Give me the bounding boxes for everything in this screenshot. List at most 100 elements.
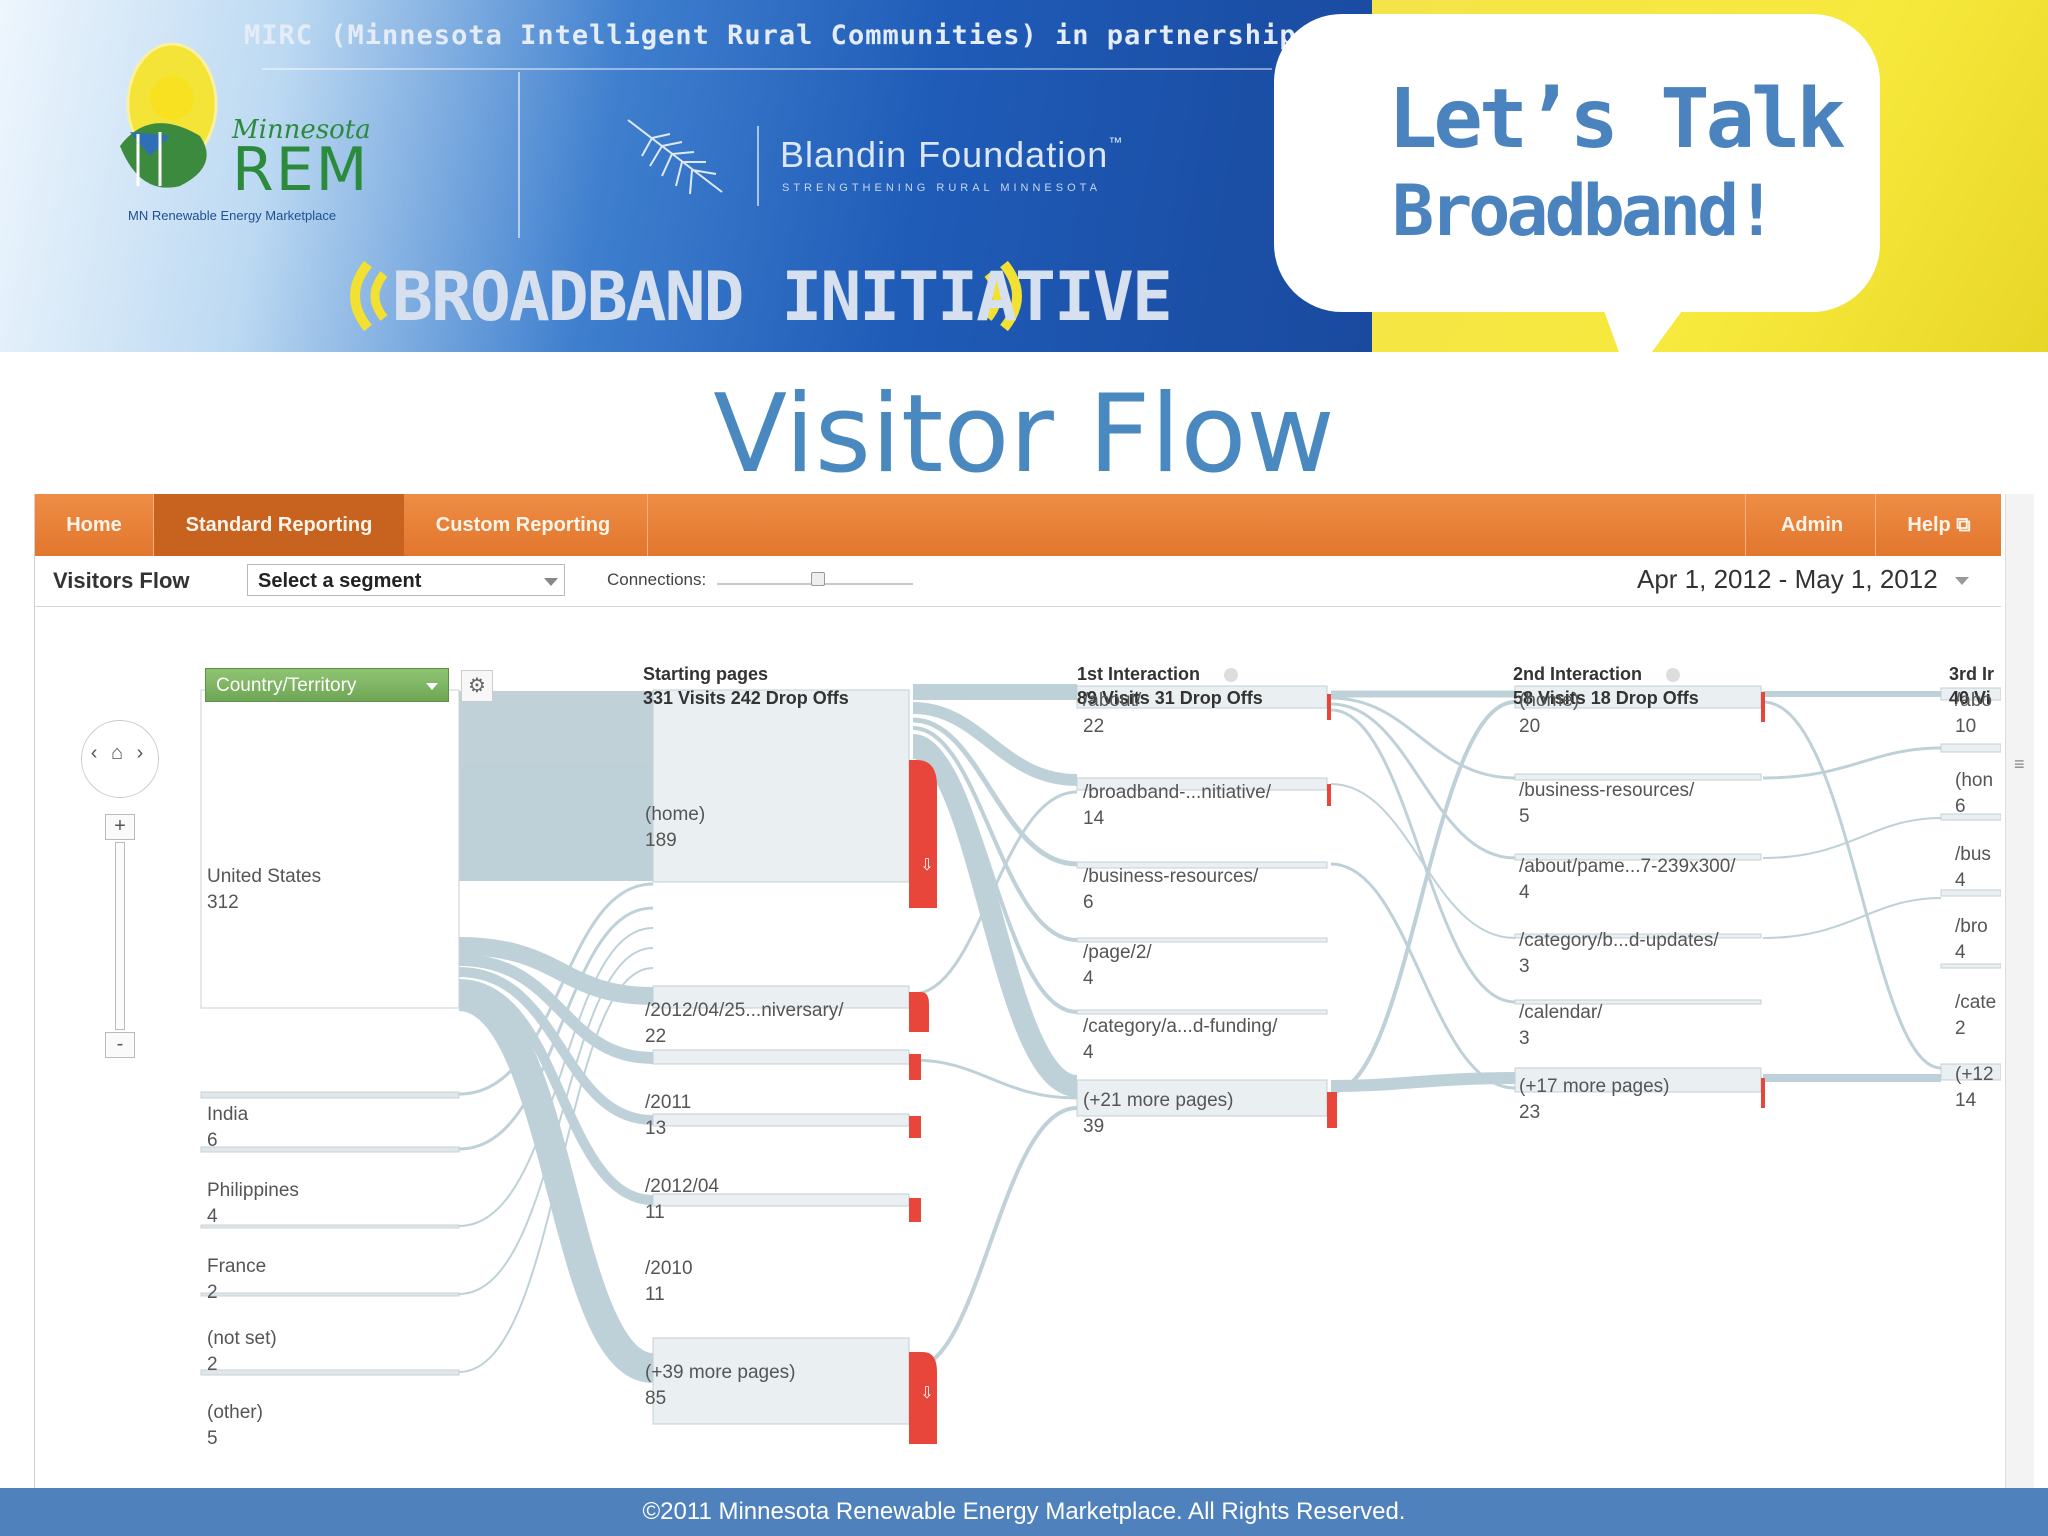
dropoff-home bbox=[909, 760, 937, 908]
close-icon[interactable] bbox=[1666, 668, 1681, 683]
start-node-2011 bbox=[652, 1049, 910, 1065]
start-node-label[interactable]: /2012/04/25...niversary/22 bbox=[645, 1000, 844, 1047]
segment-select-label: Select a segment bbox=[258, 570, 422, 592]
first-node-category bbox=[1076, 1009, 1328, 1015]
first-node-label[interactable]: /broadband-...nitiative/14 bbox=[1083, 782, 1272, 829]
second-node-label[interactable]: /business-resources/5 bbox=[1519, 780, 1695, 827]
column-header-third-interaction: 3rd Ir 40 Vi bbox=[1949, 662, 1994, 710]
third-node-business bbox=[1940, 813, 2001, 821]
zoom-slider-track[interactable] bbox=[115, 842, 125, 1030]
banner-divider bbox=[262, 68, 1272, 70]
blandin-name: Blandin Foundation™ bbox=[780, 134, 1124, 175]
country-node-united-states bbox=[200, 689, 460, 1009]
gear-icon[interactable]: ⚙ bbox=[461, 670, 493, 702]
zoom-out-button[interactable]: - bbox=[105, 1032, 135, 1058]
scroll-grip-icon[interactable]: ≡ bbox=[2014, 754, 2025, 774]
dropoff-first-more bbox=[1327, 1092, 1337, 1128]
nav-help[interactable]: Help ⧉ bbox=[1907, 514, 1971, 536]
date-range-picker[interactable]: Apr 1, 2012 - May 1, 2012 bbox=[1637, 564, 1969, 595]
second-node-label[interactable]: (+17 more pages)23 bbox=[1519, 1076, 1670, 1123]
nav-standard-reporting[interactable]: Standard Reporting bbox=[154, 494, 404, 556]
second-node-label[interactable]: /category/b...d-updates/3 bbox=[1519, 930, 1719, 977]
rem-state-name: Minnesota bbox=[232, 115, 371, 145]
chevron-down-icon bbox=[426, 683, 438, 690]
third-node-about bbox=[1940, 687, 2001, 701]
pan-arrows-icon[interactable]: ‹ ⌂ › bbox=[90, 742, 148, 764]
second-node-label[interactable]: /about/pame...7-239x300/4 bbox=[1519, 856, 1736, 903]
date-start: Apr 1, 2012 bbox=[1637, 564, 1772, 594]
column-title: 2nd Interaction bbox=[1513, 664, 1643, 684]
start-node-label[interactable]: (home)189 bbox=[645, 804, 706, 851]
country-node-label[interactable]: (other)5 bbox=[207, 1402, 263, 1449]
flow-connections bbox=[456, 684, 1942, 1383]
column-header-first-interaction: 1st Interaction 89 Visits 31 Drop Offs bbox=[1077, 662, 1263, 710]
column-summary: 58 Visits 18 Drop Offs bbox=[1513, 688, 1699, 708]
dropoff-2012-04 bbox=[909, 1116, 921, 1138]
first-node-label[interactable]: /category/a...d-funding/4 bbox=[1083, 1016, 1278, 1063]
nav-custom-reporting[interactable]: Custom Reporting bbox=[435, 514, 611, 536]
dimension-select[interactable]: Country/Territory bbox=[205, 668, 449, 702]
country-node-philippines bbox=[200, 1146, 460, 1153]
second-node-label[interactable]: /calendar/3 bbox=[1519, 1002, 1603, 1049]
first-node-label[interactable]: /business-resources/6 bbox=[1083, 866, 1259, 913]
broadband-initiative-title: BROADBAND INITIATIVE bbox=[392, 258, 1173, 337]
flow-canvas: ⇩ ⇩ bbox=[41, 608, 2001, 1494]
vertical-scrollbar[interactable]: ≡ bbox=[2005, 494, 2034, 1494]
nav-home[interactable]: Home bbox=[66, 514, 122, 536]
column-title: 3rd Ir bbox=[1949, 664, 1995, 684]
column-title: Starting pages bbox=[643, 664, 769, 684]
top-nav: Home Standard Reporting Custom Reporting… bbox=[35, 494, 2001, 556]
connections-slider-handle[interactable] bbox=[811, 572, 825, 586]
second-node-business bbox=[1514, 773, 1762, 781]
country-node-label[interactable]: (not set)2 bbox=[207, 1328, 277, 1375]
second-node-about-pame bbox=[1514, 853, 1762, 861]
speech-bubble-tail bbox=[1600, 300, 1690, 352]
second-node-label[interactable]: (home)20 bbox=[1519, 690, 1580, 737]
broadband-initiative-brackets-icon bbox=[350, 260, 1022, 332]
start-node-label[interactable]: (+39 more pages)85 bbox=[645, 1362, 796, 1409]
first-node-label[interactable]: /page/2/4 bbox=[1083, 942, 1152, 989]
pan-home-control[interactable] bbox=[81, 720, 159, 798]
nav-admin[interactable]: Admin bbox=[1780, 514, 1844, 536]
start-node-2012-04 bbox=[652, 1113, 910, 1127]
dropoff-anniversary bbox=[909, 992, 929, 1032]
column-header-starting-pages: Starting pages 331 Visits 242 Drop Offs bbox=[643, 662, 849, 710]
rem-subtitle: MN Renewable Energy Marketplace bbox=[128, 208, 337, 223]
blandin-pine-icon bbox=[627, 119, 723, 195]
zoom-in-button[interactable]: + bbox=[105, 814, 135, 840]
nav-separator bbox=[1745, 494, 1746, 556]
first-node-label[interactable]: (+21 more pages)39 bbox=[1083, 1090, 1234, 1137]
country-node-not-set bbox=[200, 1292, 460, 1297]
segment-select[interactable]: Select a segment bbox=[247, 564, 565, 596]
speech-bubble bbox=[1274, 14, 1880, 312]
footer-copyright: ©2011 Minnesota Renewable Energy Marketp… bbox=[0, 1488, 2048, 1536]
rem-logo-text: REM bbox=[232, 135, 370, 205]
column-summary: 89 Visits 31 Drop Offs bbox=[1077, 688, 1263, 708]
nav-separator bbox=[1875, 494, 1876, 556]
dropoff-second-home bbox=[1761, 692, 1765, 722]
first-node-label[interactable]: /about/22 bbox=[1083, 690, 1142, 737]
blandin-tagline: STRENGTHENING RURAL MINNESOTA bbox=[782, 182, 1101, 194]
column-title: 1st Interaction bbox=[1077, 664, 1201, 684]
blandin-divider bbox=[757, 126, 759, 206]
close-icon[interactable] bbox=[1224, 668, 1239, 683]
third-node-category bbox=[1940, 963, 2001, 969]
chevron-down-icon bbox=[544, 578, 558, 586]
analytics-screenshot: Home Standard Reporting Custom Reporting… bbox=[34, 494, 2034, 1494]
report-title: Visitors Flow bbox=[53, 568, 190, 593]
country-node-france bbox=[200, 1224, 460, 1229]
country-node-other bbox=[200, 1369, 460, 1376]
